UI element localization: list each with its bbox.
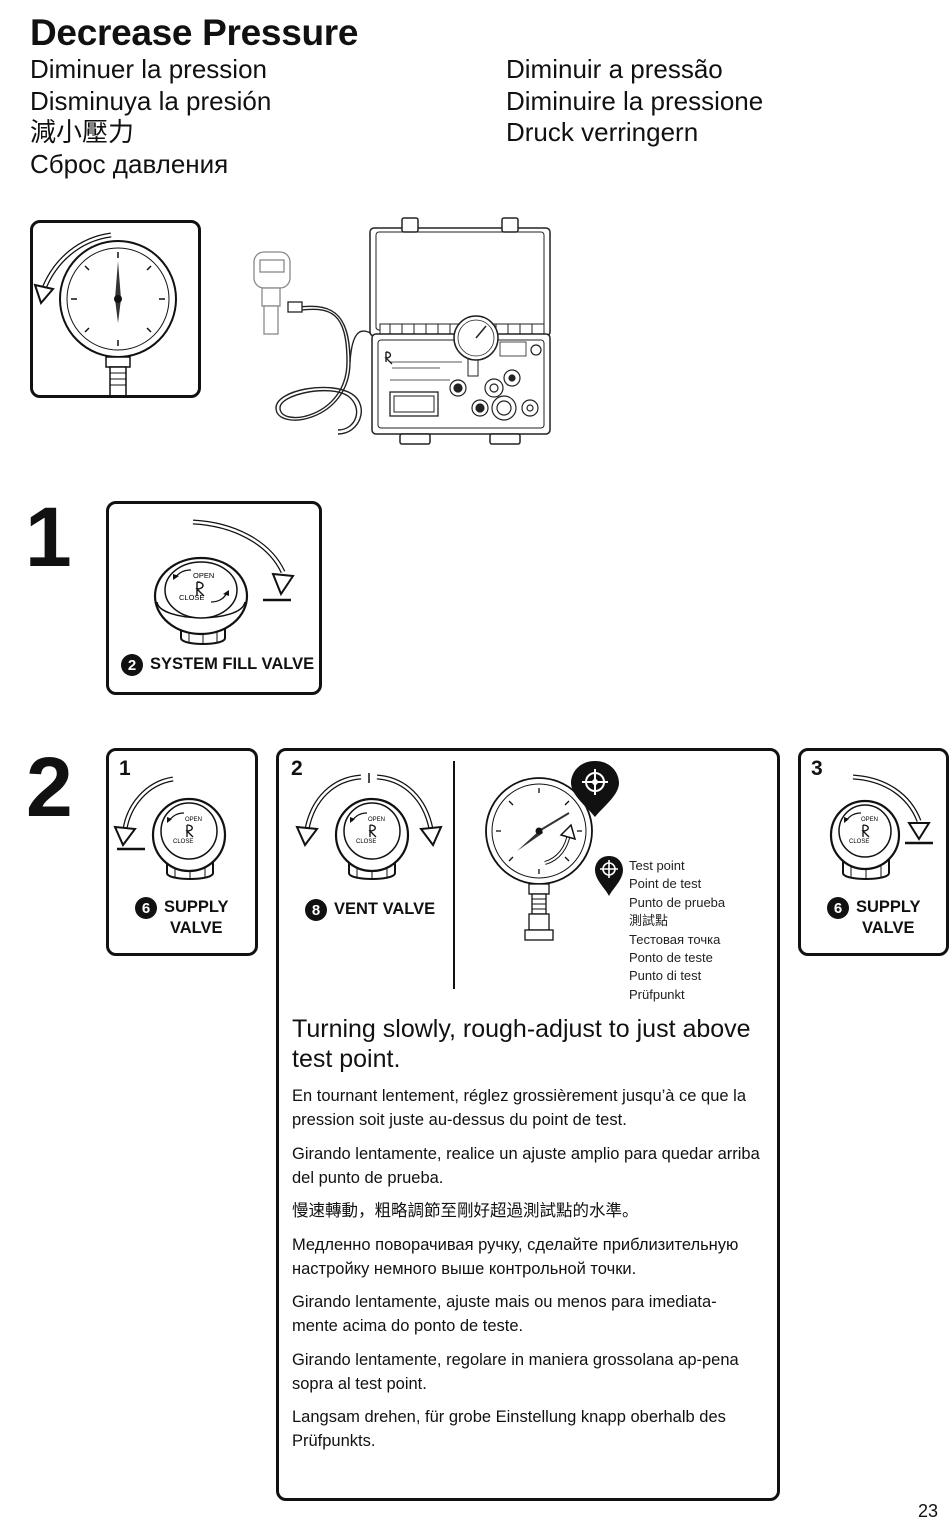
step-1-number: 1 xyxy=(25,490,72,584)
instruction-es: Girando lentamente, realice un ajuste am… xyxy=(292,1144,760,1187)
step-2-number: 2 xyxy=(26,740,73,834)
translation-de: Druck verringern xyxy=(506,117,699,147)
knob-close-text: CLOSE xyxy=(179,593,204,602)
step-2-sub-3-panel: 3 OPEN CLOSE 6 SUPPLY VALVE xyxy=(798,748,949,956)
valve-name-line-2: VALVE xyxy=(169,919,223,937)
instruction-en: Turning slowly, rough-adjust to just abo… xyxy=(292,1015,751,1073)
transmitter-icon xyxy=(253,251,291,335)
sub-step-3-number: 3 xyxy=(811,757,823,780)
page-number: 23 xyxy=(917,1501,938,1521)
valve-number-badge: 6 xyxy=(827,897,849,919)
test-point-legend: Test point Point de test Punto de prueba… xyxy=(629,857,725,1004)
knob-open-text: OPEN xyxy=(193,571,214,580)
translation-it: Diminuire la pressione xyxy=(506,85,764,116)
valve-name-line-2: VALVE xyxy=(861,919,915,937)
test-gauge-icon xyxy=(485,761,619,941)
instruction-pt: Girando lentamente, ajuste mais ou menos… xyxy=(292,1293,717,1335)
valve-number-badge: 6 xyxy=(135,897,157,919)
valve-name: SUPPLY VALVE xyxy=(164,897,229,939)
test-point-es: Punto de prueba xyxy=(629,894,726,910)
test-point-zh: 測試點 xyxy=(629,913,669,929)
system-fill-valve-knob-icon: OPEN CLOSE xyxy=(153,519,295,645)
test-point-pt: Ponto de teste xyxy=(629,950,713,966)
translation-zh: 減小壓力 xyxy=(30,117,135,147)
vent-valve-label: 8 VENT VALVE xyxy=(305,899,435,921)
knob-close-text: CLOSE xyxy=(356,839,376,845)
test-point-pin-icon xyxy=(571,761,619,817)
test-point-legend-pin-icon xyxy=(595,856,623,896)
step-2-sub-1-panel: 1 OPEN CLOSE 6 SUPPLY VALVE xyxy=(106,748,258,956)
test-point-it: Punto di test xyxy=(629,968,702,984)
valve-name: SYSTEM FILL VALVE xyxy=(150,655,315,673)
knob-open-text: OPEN xyxy=(368,817,385,823)
step-2-sub-2-panel: 2 OPEN CLOSE 8 VENT VALVE xyxy=(276,748,780,1501)
translation-pt: Diminuir a pressão xyxy=(506,54,723,84)
instruction-zh: 慢速轉動，粗略調節至剛好超過測試點的水準。 xyxy=(292,1202,639,1220)
translation-ru: Сброс давления xyxy=(30,148,229,179)
vent-valve-knob-icon: OPEN CLOSE xyxy=(295,773,443,880)
test-point-de: Prüfpunkt xyxy=(629,986,685,1002)
test-point-fr: Point de test xyxy=(629,876,702,892)
test-point-en: Test point xyxy=(629,858,685,873)
valve-name: SUPPLY VALVE xyxy=(856,897,921,939)
translation-es: Disminuya la presión xyxy=(30,85,272,116)
knob-open-text: OPEN xyxy=(861,817,878,823)
sub-step-2-number: 2 xyxy=(291,757,303,780)
sub-step-1-number: 1 xyxy=(119,757,131,780)
title-translations-left: Diminuer la pression Disminuya la presió… xyxy=(30,54,271,180)
title-translations-right: Diminuir a pressão Diminuire la pression… xyxy=(506,54,763,149)
panel-divider xyxy=(453,761,455,989)
system-fill-valve-label: 2 SYSTEM FILL VALVE xyxy=(121,654,314,676)
instruction-fr: En tournant lentement, réglez grossièrem… xyxy=(292,1087,747,1129)
supply-valve-knob-icon: OPEN CLOSE xyxy=(113,776,227,880)
page-title: Decrease Pressure xyxy=(30,12,359,53)
supply-valve-label: 6 SUPPLY VALVE xyxy=(827,897,921,939)
step-1-panel: OPEN CLOSE 2 SYSTEM FILL VALVE xyxy=(106,501,322,695)
valve-name-line-1: SUPPLY xyxy=(856,898,921,916)
test-point-ru: Тестовая точка xyxy=(629,931,721,947)
valve-number-badge: 2 xyxy=(121,654,143,676)
instruction-it: Girando lentamente, regolare in maniera … xyxy=(292,1350,739,1393)
instruction-text-block: Turning slowly, rough-adjust to just abo… xyxy=(292,1014,762,1463)
gauge-decrease-panel xyxy=(30,220,201,398)
valve-name: VENT VALVE xyxy=(334,900,436,918)
knob-close-text: CLOSE xyxy=(849,839,869,845)
valve-number-badge: 8 xyxy=(305,899,327,921)
valve-name-line-1: SUPPLY xyxy=(164,898,229,916)
calibrator-kit-illustration xyxy=(253,217,551,445)
pressure-gauge-icon xyxy=(33,232,177,395)
instruction-de: Langsam drehen, für grobe Einstellung kn… xyxy=(292,1408,726,1450)
instruction-ru: Медленно поворачивая ручку, сделайте при… xyxy=(292,1235,739,1278)
translation-fr: Diminuer la pression xyxy=(30,54,267,84)
knob-open-text: OPEN xyxy=(185,817,202,823)
supply-valve-knob-icon: OPEN CLOSE xyxy=(829,774,933,880)
supply-valve-label: 6 SUPPLY VALVE xyxy=(135,897,229,939)
knob-close-text: CLOSE xyxy=(173,839,193,845)
